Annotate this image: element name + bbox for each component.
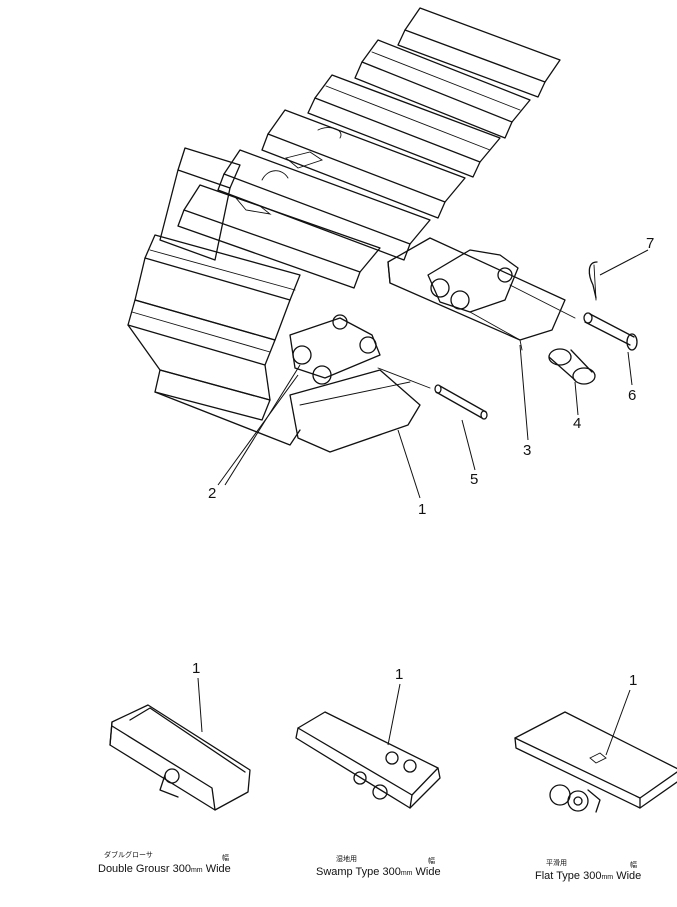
track-shoe-plate	[261, 109, 466, 219]
caption-jp-width: 幅	[630, 861, 637, 869]
track-shoe-plate	[217, 149, 431, 261]
callout-1: 1	[418, 501, 426, 518]
track-shoe-plate	[127, 299, 276, 401]
shoe-with-link	[387, 237, 576, 351]
track-chain-assembly	[127, 7, 561, 453]
track-shoe-plate	[397, 7, 561, 98]
cotter-pin	[588, 261, 598, 301]
caption-en: Double Grousr 300mm Wide	[98, 863, 231, 875]
bushing	[548, 348, 596, 385]
variant-2-callout: 1	[395, 666, 403, 683]
callout-2: 2	[208, 485, 216, 502]
variant-3-callout: 1	[629, 672, 637, 689]
track-shoe-plate	[307, 74, 501, 178]
caption-jp-name: ダブルグローサ	[104, 851, 153, 859]
callout-7: 7	[646, 235, 654, 252]
caption-jp-width: 幅	[428, 857, 435, 865]
callout-5: 5	[470, 471, 478, 488]
callout-3: 3	[523, 442, 531, 459]
variant-double-grouser-shoe	[109, 677, 251, 811]
track-link-end	[289, 314, 431, 453]
caption-en: Swamp Type 300mm Wide	[316, 866, 441, 878]
callout-6: 6	[628, 387, 636, 404]
callout-4: 4	[573, 415, 581, 432]
track-pin	[583, 312, 638, 351]
caption-en: Flat Type 300mm Wide	[535, 870, 642, 882]
caption-jp-name: 湿地用	[336, 855, 357, 863]
master-pin	[434, 384, 488, 420]
variant-1-callout: 1	[192, 660, 200, 677]
track-shoe-plate	[177, 184, 381, 289]
caption-jp-width: 幅	[222, 854, 229, 862]
caption-jp-name: 平滑用	[546, 859, 567, 867]
variant-swamp-shoe	[295, 683, 441, 809]
track-shoe-plate	[159, 147, 241, 261]
track-shoe-plate	[354, 39, 531, 139]
variant-flat-shoe	[514, 689, 677, 813]
track-shoe-plate	[154, 369, 301, 446]
callout-leaders	[217, 249, 649, 499]
